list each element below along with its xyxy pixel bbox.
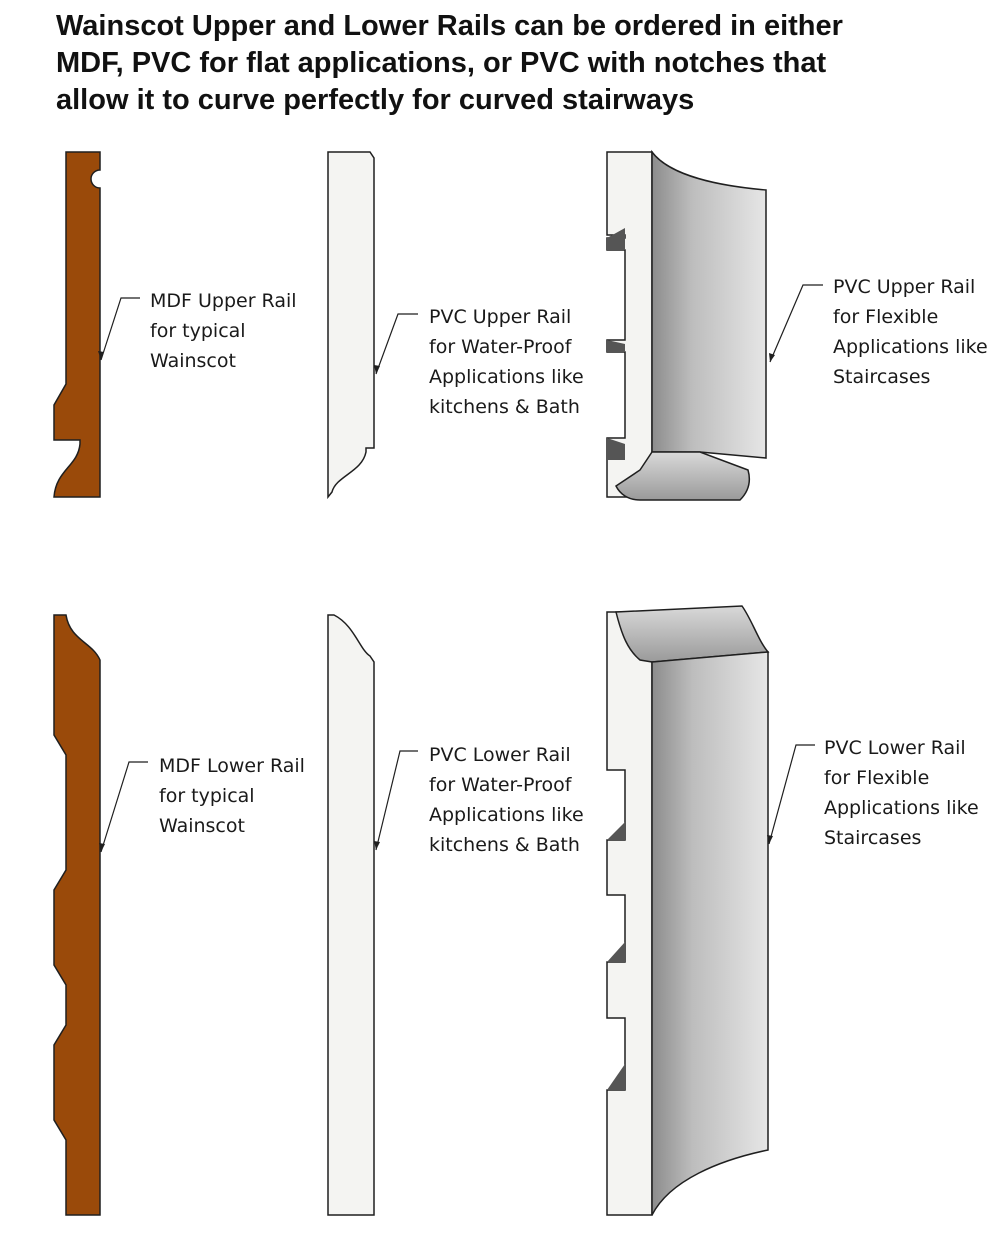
label-line: Applications like: [824, 797, 979, 819]
leader-line: [100, 761, 148, 853]
label-line: Applications like: [429, 804, 584, 826]
leader-arrowhead: [99, 843, 105, 852]
label-line: Wainscot: [159, 815, 245, 837]
flexible-lower-rail-back: [606, 611, 653, 1216]
mdf-lower-rail-label: MDF Lower Rail for typical Wainscot: [159, 751, 305, 841]
label-line: for Water-Proof: [429, 336, 572, 358]
label-line: for Water-Proof: [429, 774, 572, 796]
label-line: Wainscot: [150, 350, 236, 372]
leader-line: [768, 744, 815, 845]
label-line: PVC Upper Rail: [833, 276, 976, 298]
label-line: Applications like: [833, 336, 988, 358]
label-line: MDF Upper Rail: [150, 290, 297, 312]
label-line: PVC Lower Rail: [429, 744, 571, 766]
flexible-lower-rail-notch: [607, 822, 625, 840]
leader-arrowhead: [374, 365, 380, 374]
leader-line: [375, 313, 418, 375]
label-line: kitchens & Bath: [429, 396, 580, 418]
leader-arrowhead: [769, 353, 775, 362]
flexible-upper-rail-label: PVC Upper Rail for Flexible Applications…: [833, 272, 988, 392]
flexible-lower-rail-notch: [607, 942, 625, 962]
flexible-upper-rail-notch: [607, 228, 625, 250]
mdf-upper-rail-profile: [53, 151, 101, 498]
label-line: MDF Lower Rail: [159, 755, 305, 777]
pvc-upper-rail-label: PVC Upper Rail for Water-Proof Applicati…: [429, 302, 584, 422]
label-line: for Flexible: [824, 767, 930, 789]
label-line: for typical: [159, 785, 255, 807]
label-line: Staircases: [824, 827, 922, 849]
leader-arrowhead: [98, 351, 104, 360]
leader-arrowhead: [374, 841, 380, 850]
title-line: MDF, PVC for flat applications, or PVC w…: [56, 47, 827, 79]
mdf-upper-rail-label: MDF Upper Rail for typical Wainscot: [150, 286, 297, 376]
leader-line: [769, 284, 823, 363]
title-line: allow it to curve perfectly for curved s…: [56, 84, 695, 116]
leader-line: [100, 297, 140, 361]
label-line: PVC Upper Rail: [429, 306, 572, 328]
leader-arrowhead: [767, 835, 773, 844]
pvc-upper-rail-profile: [327, 151, 375, 500]
label-line: for Flexible: [833, 306, 939, 328]
label-line: Applications like: [429, 366, 584, 388]
label-line: kitchens & Bath: [429, 834, 580, 856]
pvc-lower-rail-label: PVC Lower Rail for Water-Proof Applicati…: [429, 740, 584, 860]
label-line: Staircases: [833, 366, 931, 388]
title-line: Wainscot Upper and Lower Rails can be or…: [56, 10, 843, 42]
label-line: for typical: [150, 320, 246, 342]
page-title: Wainscot Upper and Lower Rails can be or…: [56, 8, 986, 119]
flexible-upper-rail-notch: [607, 340, 625, 352]
pvc-lower-rail-profile: [327, 614, 375, 1216]
leader-line: [375, 750, 418, 851]
mdf-lower-rail-profile: [53, 614, 101, 1216]
flexible-lower-rail: [606, 605, 770, 1216]
flexible-lower-rail-notch: [607, 1064, 625, 1090]
flexible-lower-rail-face: [651, 651, 769, 1216]
label-line: PVC Lower Rail: [824, 737, 966, 759]
flexible-lower-rail-label: PVC Lower Rail for Flexible Applications…: [824, 733, 979, 853]
flexible-upper-rail-moulding: [615, 451, 751, 501]
flexible-upper-rail: [606, 149, 767, 501]
flexible-upper-rail-face: [651, 149, 767, 459]
flexible-upper-rail-notch: [607, 438, 625, 460]
